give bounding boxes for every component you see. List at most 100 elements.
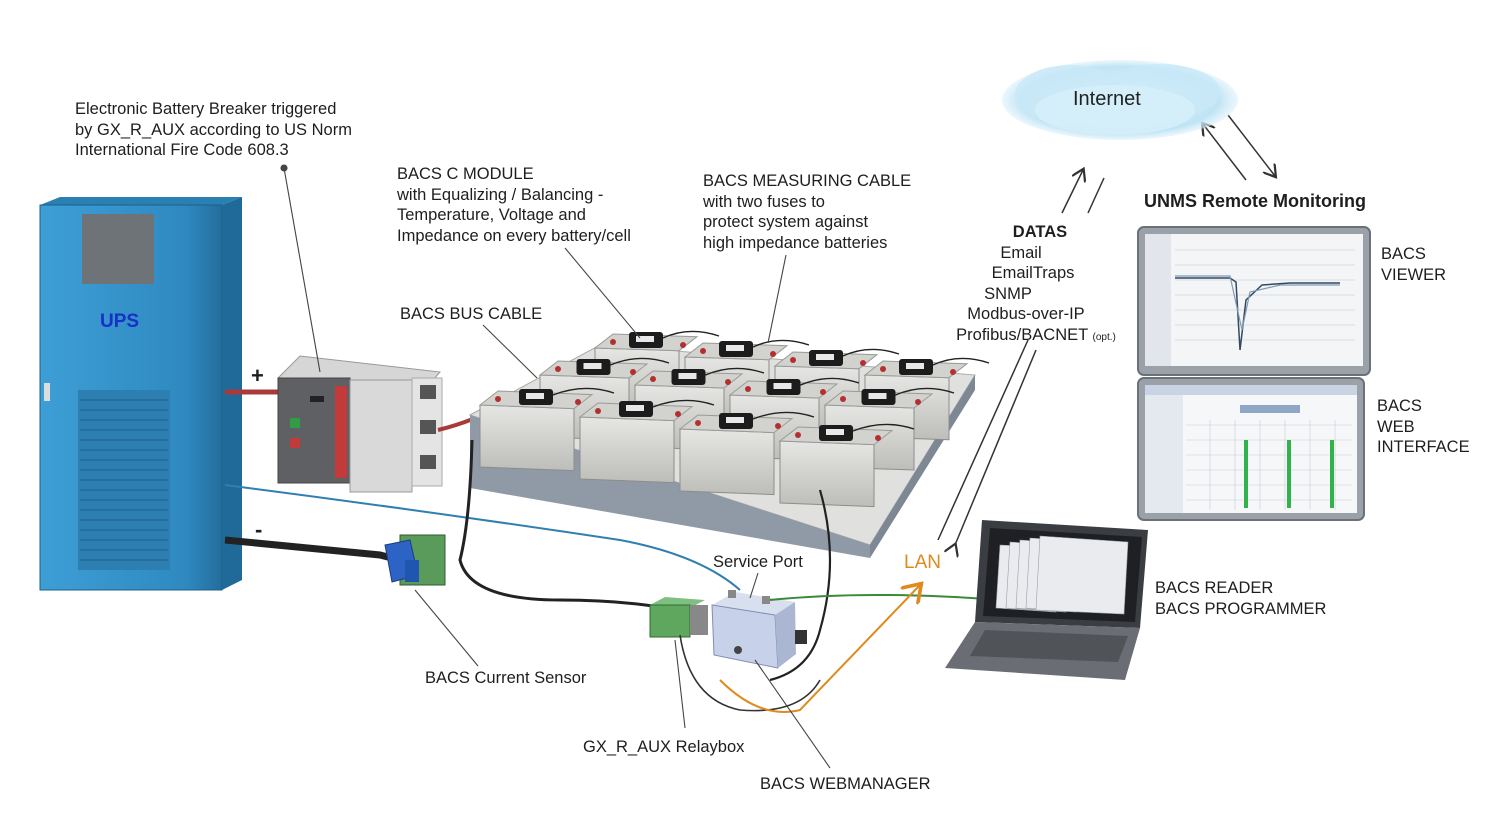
module-link-wire <box>652 399 715 408</box>
internet-arrow-2 <box>1087 177 1105 214</box>
datas-opt-suffix: (opt.) <box>1092 331 1116 343</box>
ups-label: UPS <box>100 311 140 332</box>
breaker-note: Electronic Battery Breaker triggered by … <box>75 99 352 161</box>
webmanager-label: BACS WEBMANAGER <box>760 775 931 793</box>
battery-block <box>778 423 915 508</box>
c-module-note-line: Impedance on every battery/cell <box>397 226 631 245</box>
module-link-wire <box>662 330 720 339</box>
electronic-battery-breaker <box>276 355 443 493</box>
breaker-note-line: International Fire Code 608.3 <box>75 141 289 159</box>
datas-up-arrow-2 <box>955 349 1037 545</box>
bus-to-webmanager-cable <box>458 439 701 617</box>
datas-item: Profibus/BACNET <box>956 325 1088 344</box>
battery-terminal <box>700 348 706 354</box>
battery-terminal <box>650 376 656 382</box>
battery-terminal <box>950 369 956 375</box>
breaker-note-line: by GX_R_AUX according to US Norm <box>75 120 352 139</box>
module-link-wire <box>800 377 860 386</box>
c-module-display <box>816 354 834 360</box>
web-interface-label-line: WEB <box>1377 417 1415 436</box>
battery-terminal <box>795 432 801 438</box>
battery-grid <box>478 330 990 508</box>
c-module-display <box>678 373 697 379</box>
battery-terminal <box>575 399 581 405</box>
battery-front <box>679 428 775 496</box>
reader-label: BACS READER BACS PROGRAMMER <box>1155 578 1326 619</box>
unms-arrow-2 <box>1227 114 1275 176</box>
datas-item: EmailTraps <box>991 264 1075 282</box>
lan-label: LAN <box>904 552 941 573</box>
current-sensor-label: BACS Current Sensor <box>425 669 587 687</box>
measuring-cable-note-line: BACS MEASURING CABLE <box>703 172 912 190</box>
battery-terminal <box>695 420 701 426</box>
c-module-display <box>626 405 644 411</box>
measuring-cable-note: BACS MEASURING CABLE with two fuses to p… <box>703 171 911 253</box>
datas-item: Email <box>1000 243 1042 262</box>
battery-terminal <box>840 396 846 402</box>
bacs-viewer-screen <box>1137 226 1371 376</box>
datas-block: DATAS Email EmailTraps SNMP Modbus-over-… <box>944 222 1128 348</box>
battery-front <box>479 404 575 472</box>
battery-block <box>578 399 715 484</box>
datas-item-with-opt: Profibus/BACNET (opt.) <box>944 325 1128 349</box>
module-link-wire <box>932 357 990 366</box>
battery-front <box>779 440 875 508</box>
relaybox-label: GX_R_AUX Relaybox <box>583 738 745 756</box>
c-module-display <box>726 345 744 351</box>
module-link-wire <box>852 423 915 432</box>
viewer-label-line: BACS <box>1381 245 1426 263</box>
viewer-label: BACS VIEWER <box>1381 244 1446 285</box>
service-port-label: Service Port <box>713 553 803 571</box>
datas-up-arrow-1 <box>937 339 1029 541</box>
c-module-display <box>583 363 602 369</box>
battery-terminal <box>630 369 636 375</box>
battery-terminal <box>880 366 886 372</box>
c-module-note-line: with Equalizing / Balancing - <box>397 185 604 204</box>
module-link-wire <box>705 367 765 376</box>
internet-cloud <box>1002 60 1238 140</box>
web-interface-label: BACS WEB INTERFACE <box>1377 396 1470 458</box>
positive-terminal-sign: + <box>251 363 264 388</box>
module-link-wire <box>842 348 900 357</box>
viewer-label-line: VIEWER <box>1381 265 1447 284</box>
module-link-wire <box>552 387 615 396</box>
battery-terminal <box>860 360 866 366</box>
battery-terminal <box>745 386 751 392</box>
c-module-display <box>826 429 844 435</box>
datas-item: Modbus-over-IP <box>967 305 1085 323</box>
battery-terminal <box>675 411 681 417</box>
web-interface-label-line: INTERFACE <box>1377 438 1470 456</box>
battery-terminal <box>610 339 616 345</box>
internet-label: Internet <box>1073 88 1141 110</box>
breaker-note-line: Electronic Battery Breaker triggered <box>75 100 337 118</box>
ups-vent-grille <box>80 399 168 561</box>
c-module-note-line: Temperature, Voltage and <box>397 206 586 224</box>
reader-label-line: BACS READER <box>1155 579 1274 597</box>
battery-terminal <box>495 396 501 402</box>
c-module-note: BACS C MODULE with Equalizing / Balancin… <box>397 164 631 246</box>
battery-front <box>579 416 675 484</box>
c-module-display <box>906 363 924 369</box>
negative-terminal-sign: - <box>255 517 263 542</box>
battery-terminal <box>820 389 826 395</box>
bacs-reader-laptop <box>945 520 1148 680</box>
datas-title: DATAS <box>1012 223 1068 241</box>
measuring-cable-note-line: with two fuses to <box>703 192 825 211</box>
module-link-wire <box>752 411 815 420</box>
battery-terminal <box>680 342 686 348</box>
battery-terminal <box>595 408 601 414</box>
bacs-webmanager-device <box>711 590 807 669</box>
battery-terminal <box>875 435 881 441</box>
module-link-wire <box>895 387 955 396</box>
bacs-web-interface-screen <box>1137 377 1365 521</box>
battery-terminal <box>555 366 561 372</box>
c-module-display <box>868 393 887 399</box>
green-service-cable <box>769 594 1001 601</box>
c-module-display <box>526 393 544 399</box>
bus-cable-label: BACS BUS CABLE <box>400 305 543 323</box>
battery-terminal <box>725 379 731 385</box>
measuring-cable-note-line: protect system against <box>703 213 869 231</box>
gx-r-aux-relaybox <box>649 597 708 638</box>
c-module-display <box>726 417 744 423</box>
